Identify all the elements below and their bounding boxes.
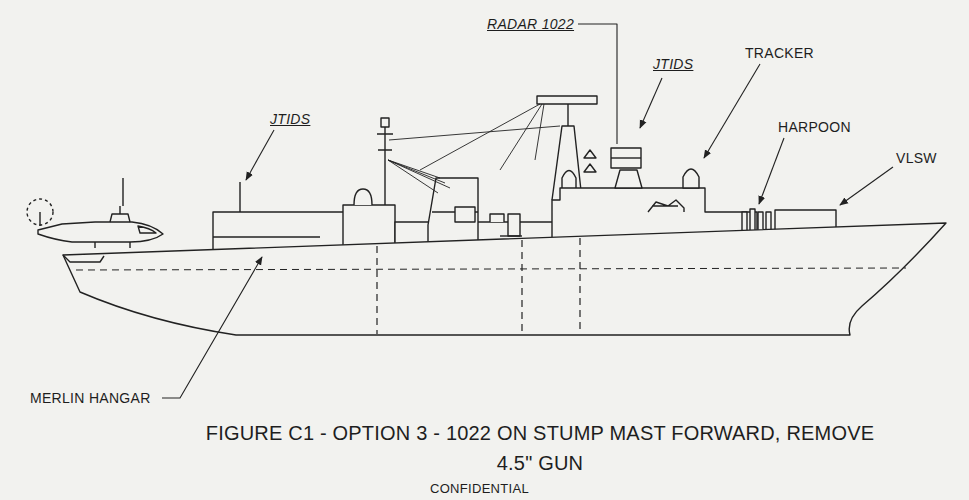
jtids-callout: JTIDS [270,111,310,127]
radar-callout: RADAR 1022 [487,16,574,32]
helicopter [27,178,163,248]
vlsw-callout: VLSW [896,150,937,166]
hangar-callout: MERLIN HANGAR [30,390,151,406]
leader-lines [162,24,893,398]
hull [63,223,946,335]
waterline [76,268,906,270]
figure-caption: FIGURE C1 - OPTION 3 - 1022 ON STUMP MAS… [190,418,890,478]
tracker-callout: TRACKER [745,45,814,61]
harpoon-callout: HARPOON [778,119,851,135]
stern-step [63,255,104,262]
jtids-callout: JTIDS [653,56,693,72]
classification-mark: CONFIDENTIAL [430,481,529,497]
rigging [388,104,560,193]
bulkhead-lines [377,238,580,334]
